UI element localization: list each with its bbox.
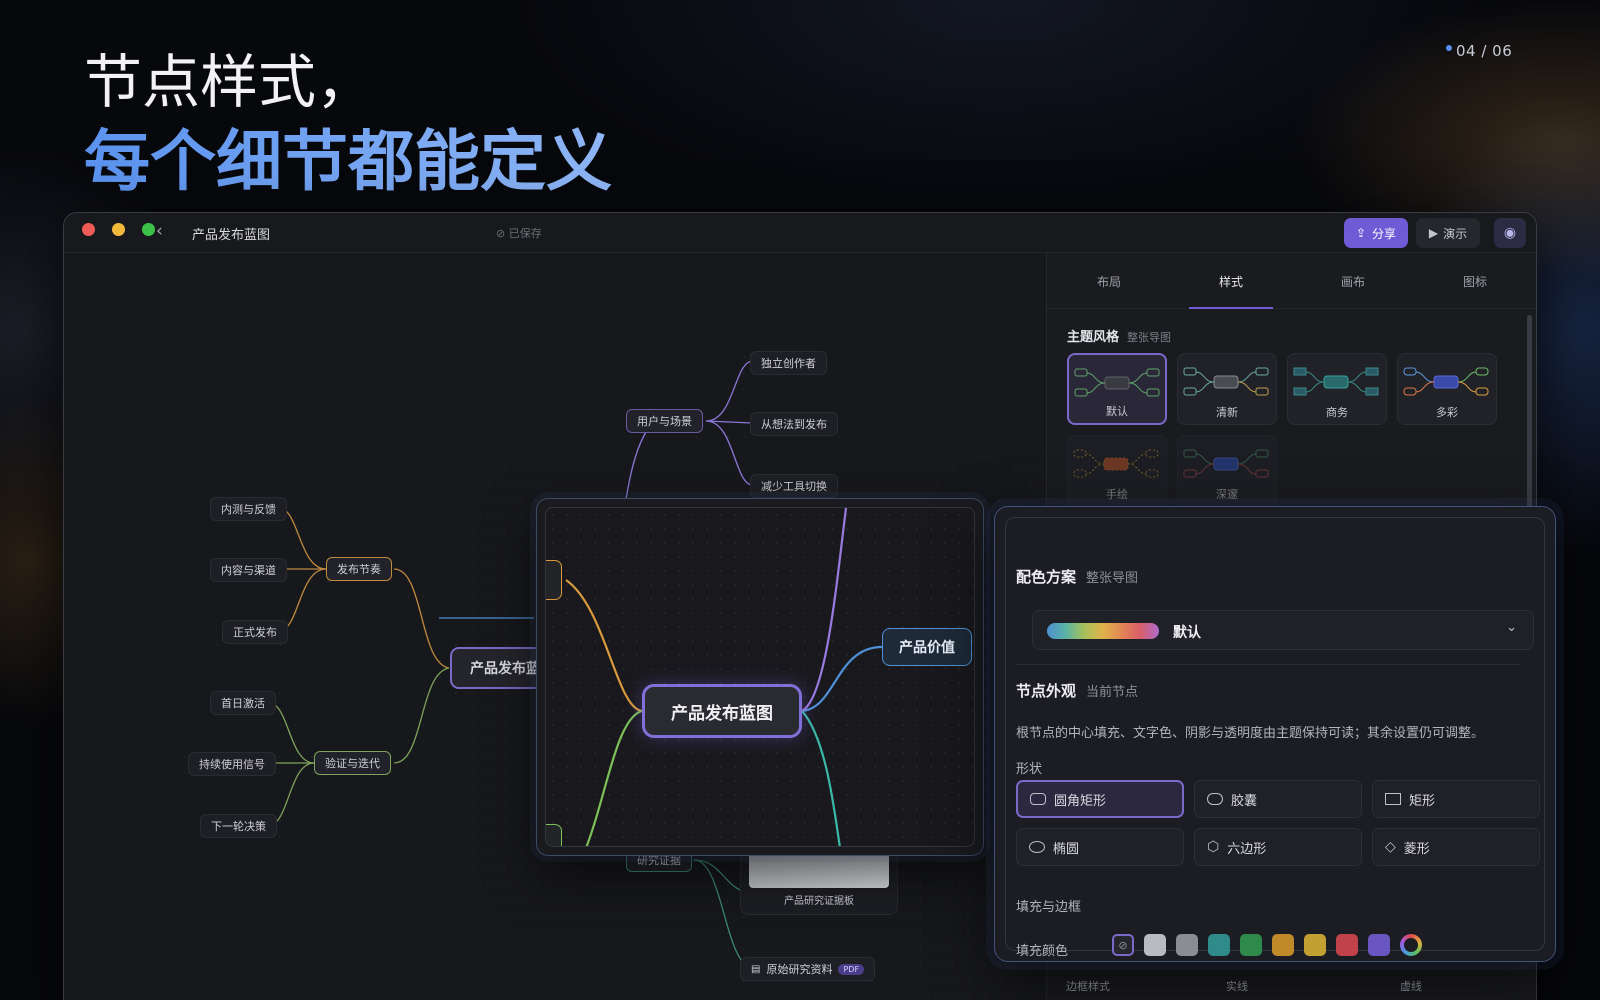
color-scheme-gradient [1047,623,1159,639]
chevron-down-icon: ⌄ [1506,620,1517,635]
color-scheme-select[interactable]: 默认 ⌄ [1032,610,1534,650]
color-scheme-value: 默认 [1173,625,1201,641]
border-dashed-option[interactable]: 虚线 [1400,980,1422,993]
diamond-icon: ◇ [1385,839,1396,855]
swatch-gold[interactable] [1304,934,1326,956]
node-appearance-title: 节点外观当前节点 [1016,682,1139,700]
zoom-connectors [565,508,883,846]
zoom-window-button[interactable] [142,223,155,236]
shape-diamond-button[interactable]: ◇菱形 [1372,828,1540,866]
theme-preview-deep [1183,449,1269,478]
node-style-inner: 配色方案整张导图 默认 ⌄ 节点外观当前节点 根节点的中心填充、文字色、阴影与透… [1005,517,1545,959]
back-icon[interactable]: ‹ [156,221,163,241]
zoom-product-value-node[interactable]: 产品价值 [882,628,972,666]
shape-hexagon-button[interactable]: ⬡六边形 [1194,828,1362,866]
shape-ellipse-button[interactable]: 椭圆 [1016,828,1184,866]
headline: 节点样式， 每个细节都能定义 [84,44,612,204]
pdf-badge: PDF [838,963,865,975]
hexagon-icon: ⬡ [1207,839,1220,855]
ellipse-icon [1029,841,1045,853]
document-icon: ▤ [751,963,761,975]
theme-card-handdrawn[interactable]: 手绘 [1067,435,1167,507]
swatch-none[interactable]: ⊘ [1112,934,1134,956]
fill-border-label: 填充与边框 [1016,900,1082,915]
branch-users[interactable]: 用户与场景 [626,409,703,433]
share-button[interactable]: ⇪分享 [1344,218,1408,248]
fill-color-label: 填充颜色 [1016,944,1069,959]
branch-verify-iterate[interactable]: 验证与迭代 [314,751,391,775]
theme-preview-business [1293,367,1379,396]
theme-preview-handdrawn [1073,449,1159,478]
saved-status: ⊘ 已保存 [496,227,542,240]
close-window-button[interactable] [82,223,95,236]
theme-card-deep[interactable]: 深邃 [1177,435,1277,507]
swatch-gray[interactable] [1176,934,1198,956]
theme-style-title: 主题风格整张导图 [1067,330,1172,345]
leaf-idea-to-release[interactable]: 从想法到发布 [750,412,838,436]
leaf-content-channels[interactable]: 内容与渠道 [210,558,287,582]
research-file-node[interactable]: ▤ 原始研究资料 PDF [740,957,876,981]
shape-label: 形状 [1016,762,1043,777]
rounded-rect-icon [1030,793,1046,805]
page-counter: 04 / 06 [1446,42,1512,60]
headline-line-2: 每个细节都能定义 [84,120,612,204]
title-bar: ‹ 产品发布蓝图 ⊘ 已保存 ⇪分享 ▶演示 ◉ [64,213,1536,253]
node-appearance-description: 根节点的中心填充、文字色、阴影与透明度由主题保持可读；其余设置仍可调整。 [1016,726,1485,741]
zoom-partial-node-bottom [546,824,562,846]
tab-icon[interactable]: 图标 [1462,274,1487,289]
swatch-light-gray[interactable] [1144,934,1166,956]
leaf-reduce-tool-switching[interactable]: 减少工具切换 [750,474,838,498]
present-button[interactable]: ▶演示 [1416,218,1480,248]
document-title: 产品发布蓝图 [192,228,271,243]
border-style-label: 边框样式 [1066,980,1110,993]
swatch-orange[interactable] [1272,934,1294,956]
leaf-day-one-activation[interactable]: 首日激活 [210,691,276,715]
play-icon: ▶ [1428,226,1439,240]
zoom-root-node[interactable]: 产品发布蓝图 [642,684,802,738]
zoom-canvas-inner: 产品发布蓝图 产品价值 [545,507,975,847]
theme-card-fresh[interactable]: 清新 [1177,353,1277,425]
zoom-canvas-callout: 产品发布蓝图 产品价值 [536,498,984,856]
swatch-red[interactable] [1336,934,1358,956]
node-style-callout: 配色方案整张导图 默认 ⌄ 节点外观当前节点 根节点的中心填充、文字色、阴影与透… [994,506,1556,962]
leaf-independent-creator[interactable]: 独立创作者 [750,351,827,375]
shape-capsule-button[interactable]: 胶囊 [1194,780,1362,818]
theme-card-default[interactable]: 默认 [1067,353,1167,425]
share-icon: ⇪ [1355,226,1367,240]
headline-line-1: 节点样式， [84,48,375,116]
minimize-window-button[interactable] [112,223,125,236]
panel-tabs: 布局 样式 画布 图标 [1047,253,1536,309]
leaf-next-decision[interactable]: 下一轮决策 [200,814,277,838]
tab-layout[interactable]: 布局 [1096,274,1121,289]
color-scheme-title: 配色方案整张导图 [1016,568,1139,586]
border-solid-option[interactable]: 实线 [1226,980,1248,993]
theme-preview-colorful [1403,367,1489,396]
shape-rounded-rect-button[interactable]: 圆角矩形 [1016,780,1184,818]
shape-rect-button[interactable]: 矩形 [1372,780,1540,818]
theme-card-colorful[interactable]: 多彩 [1397,353,1497,425]
palette-icon[interactable]: ◉ [1494,218,1526,248]
leaf-beta-feedback[interactable]: 内测与反馈 [210,497,287,521]
theme-preview-default [1074,368,1160,397]
panel-scrollbar[interactable] [1527,315,1532,515]
branch-release-rhythm[interactable]: 发布节奏 [326,557,392,581]
research-board-label: 产品研究证据板 [784,896,854,907]
swatch-purple[interactable] [1368,934,1390,956]
leaf-official-release[interactable]: 正式发布 [222,620,288,644]
theme-card-business[interactable]: 商务 [1287,353,1387,425]
tab-canvas[interactable]: 画布 [1340,274,1365,289]
section-divider [1016,664,1520,665]
theme-preview-fresh [1183,367,1269,396]
tab-style[interactable]: 样式 [1189,253,1273,309]
leaf-retention-signal[interactable]: 持续使用信号 [188,752,276,776]
color-picker-icon[interactable] [1400,934,1422,956]
swatch-green[interactable] [1240,934,1262,956]
rectangle-icon [1385,793,1401,805]
capsule-icon [1207,793,1223,805]
zoom-partial-node-top [546,560,562,600]
swatch-teal[interactable] [1208,934,1230,956]
